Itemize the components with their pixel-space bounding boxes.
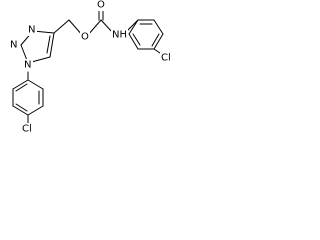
aryl-bond [12,79,29,90]
chlorophenyl-ring-bottom [12,71,44,124]
atom-n-left: N [10,40,17,51]
atom-o-carbonyl: O [97,0,105,11]
atom-cl-bottom: Cl [22,124,32,135]
atom-n-bottom: N [24,60,31,71]
atom-n-top: N [28,25,35,36]
aryl-bond [153,33,164,50]
atom-labels: N N N O O NH Cl Cl [9,0,174,135]
aryl-double-bond [15,83,28,92]
aryl-bond [128,33,139,50]
bond-c4-ch2 [53,19,70,34]
atom-cl-right: Cl [161,53,171,64]
bond-c5-c4-double [46,35,51,54]
atom-o-ether: O [81,32,89,43]
chemical-structure: N N N O O NH Cl Cl [9,0,174,135]
aryl-double-bond [15,103,28,112]
chlorophenyl-ring-right [128,19,164,56]
aryl-bond [27,105,44,116]
aryl-double-bond [132,33,141,46]
aryl-bond [153,19,164,35]
aryl-double-bond [151,33,160,47]
bond-c5-c4 [49,32,55,58]
bond-o-c [87,19,102,36]
atom-nh-amide: NH [112,30,127,41]
aryl-bond [12,105,29,116]
aryl-bond [27,79,44,90]
triazole-ring [20,30,55,64]
aryl-bond [128,19,139,35]
